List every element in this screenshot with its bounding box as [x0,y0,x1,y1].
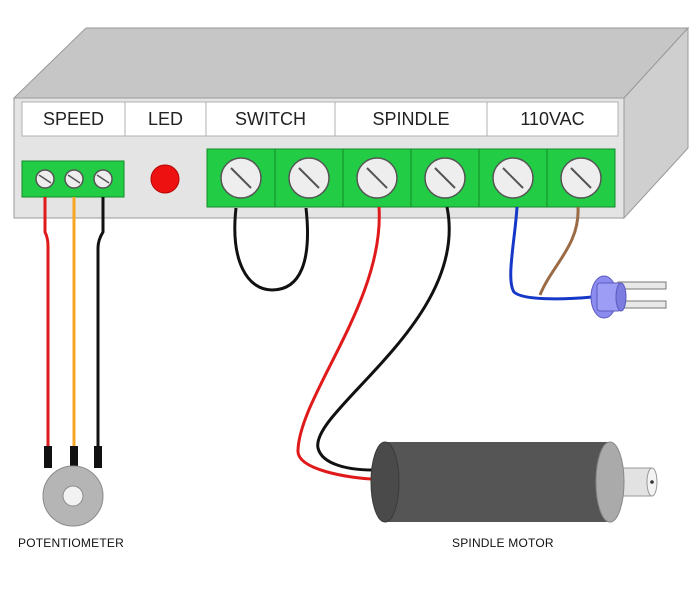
box-top [12,27,690,99]
switch-jumper-wire [233,207,309,292]
ac-plug [590,275,667,319]
potentiometer [42,446,104,527]
caption-spindle-motor: SPINDLE MOTOR [452,536,554,550]
pot-pin [94,446,102,468]
label-speed: SPEED [42,109,105,129]
ac-terminal-2 [546,148,616,208]
spindle-terminal-1 [342,148,412,208]
main-terminal-strip [206,148,616,208]
potentiometer-wires [43,197,105,452]
wire-brown-ac [538,206,580,296]
label-spindle: SPINDLE [372,109,450,129]
label-110vac: 110VAC [520,109,585,129]
pot-pin [70,446,78,468]
label-led: LED [147,109,183,129]
led-indicator [150,164,180,194]
caption-potentiometer: POTENTIOMETER [18,536,124,550]
pot-pin [44,446,52,468]
speed-screw-terminal [35,169,55,189]
label-strip [21,101,619,137]
wire-black-pot [96,197,105,452]
label-switch: SWITCH [235,109,306,129]
spindle-terminal-2 [410,148,480,208]
wire-red-pot [43,197,50,452]
speed-screw-terminal [93,169,113,189]
ac-terminal-1 [478,148,548,208]
spindle-motor [370,441,658,523]
switch-terminal-1 [206,148,276,208]
speed-terminal-block [21,160,125,198]
switch-terminal-2 [274,148,344,208]
wire-black-spindle [316,206,451,472]
wire-red-spindle [296,206,381,481]
wire-blue-ac [509,206,593,301]
speed-screw-terminal [64,169,84,189]
